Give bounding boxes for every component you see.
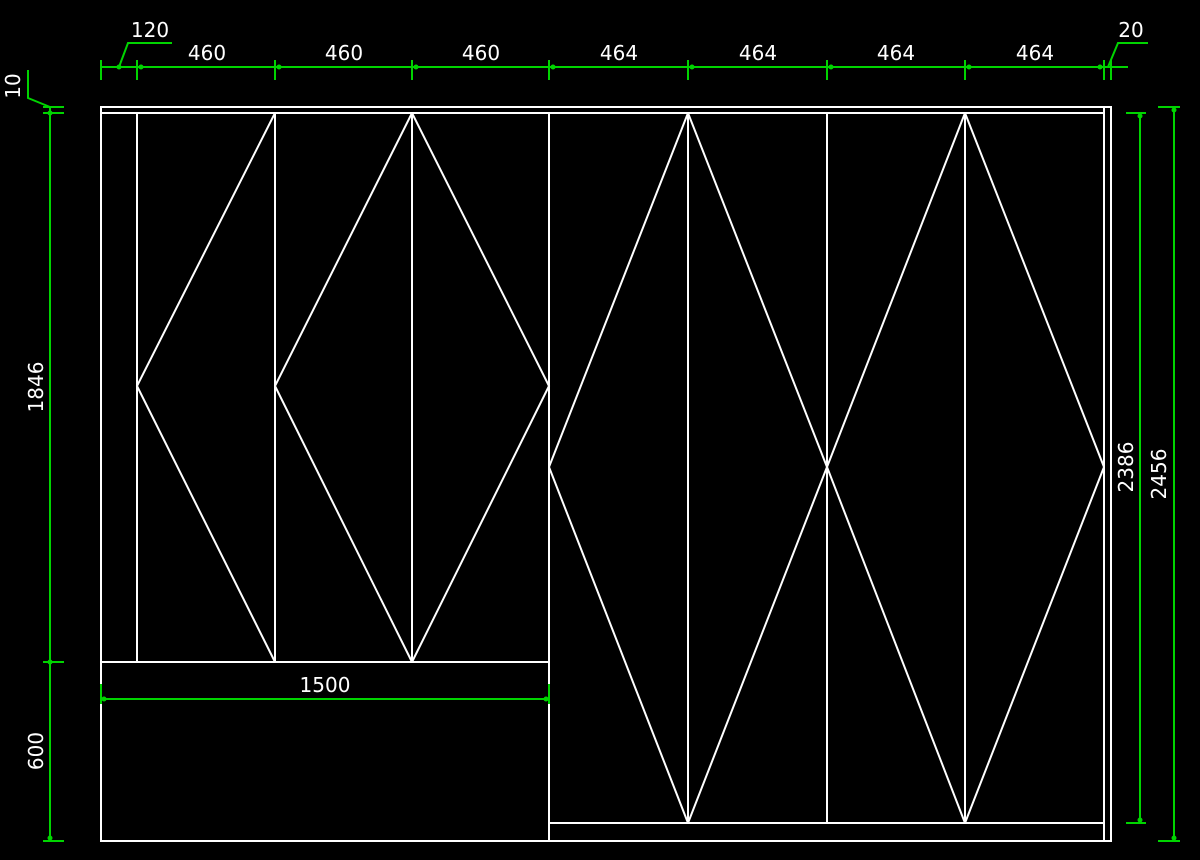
left-dimension-chain: 10 1846 600 — [1, 70, 64, 842]
cabinet-outline — [100, 106, 1112, 842]
dim-label-10: 10 — [1, 73, 25, 98]
dim-label-120: 120 — [131, 18, 169, 42]
dim-label-600: 600 — [24, 732, 48, 770]
door-opening-mark-1 — [135, 112, 276, 663]
top-dimension-chain: 120 460 460 460 464 464 464 464 20 — [100, 18, 1148, 80]
width-1500-dimension: 1500 — [100, 673, 550, 704]
door-opening-mark-3 — [411, 112, 551, 663]
dim-label-2456: 2456 — [1147, 449, 1171, 500]
dim-label-464-c: 464 — [877, 41, 915, 65]
door-opening-mark-6 — [825, 112, 966, 824]
door-opening-mark-7 — [964, 112, 1106, 824]
dim-label-464-b: 464 — [739, 41, 777, 65]
leader-20 — [1107, 42, 1148, 68]
dim-label-2386: 2386 — [1114, 442, 1138, 493]
dim-label-460-b: 460 — [325, 41, 363, 65]
top-dimension-ticks — [100, 60, 1112, 80]
dim-label-464-d: 464 — [1016, 41, 1054, 65]
door-opening-mark-5 — [687, 112, 829, 824]
right-dimension-chain: 2386 2456 — [1114, 106, 1180, 842]
dim-label-464-a: 464 — [600, 41, 638, 65]
leader-120 — [118, 42, 172, 68]
dim-label-20: 20 — [1118, 18, 1143, 42]
door-opening-mark-2 — [273, 112, 413, 663]
dim-label-460-a: 460 — [188, 41, 226, 65]
outer-frame — [100, 106, 1112, 842]
leader-10 — [27, 70, 51, 108]
door-opening-mark-4 — [547, 112, 689, 824]
dim-label-460-c: 460 — [462, 41, 500, 65]
dim-label-1500: 1500 — [300, 673, 351, 697]
dim-label-1846: 1846 — [24, 362, 48, 413]
